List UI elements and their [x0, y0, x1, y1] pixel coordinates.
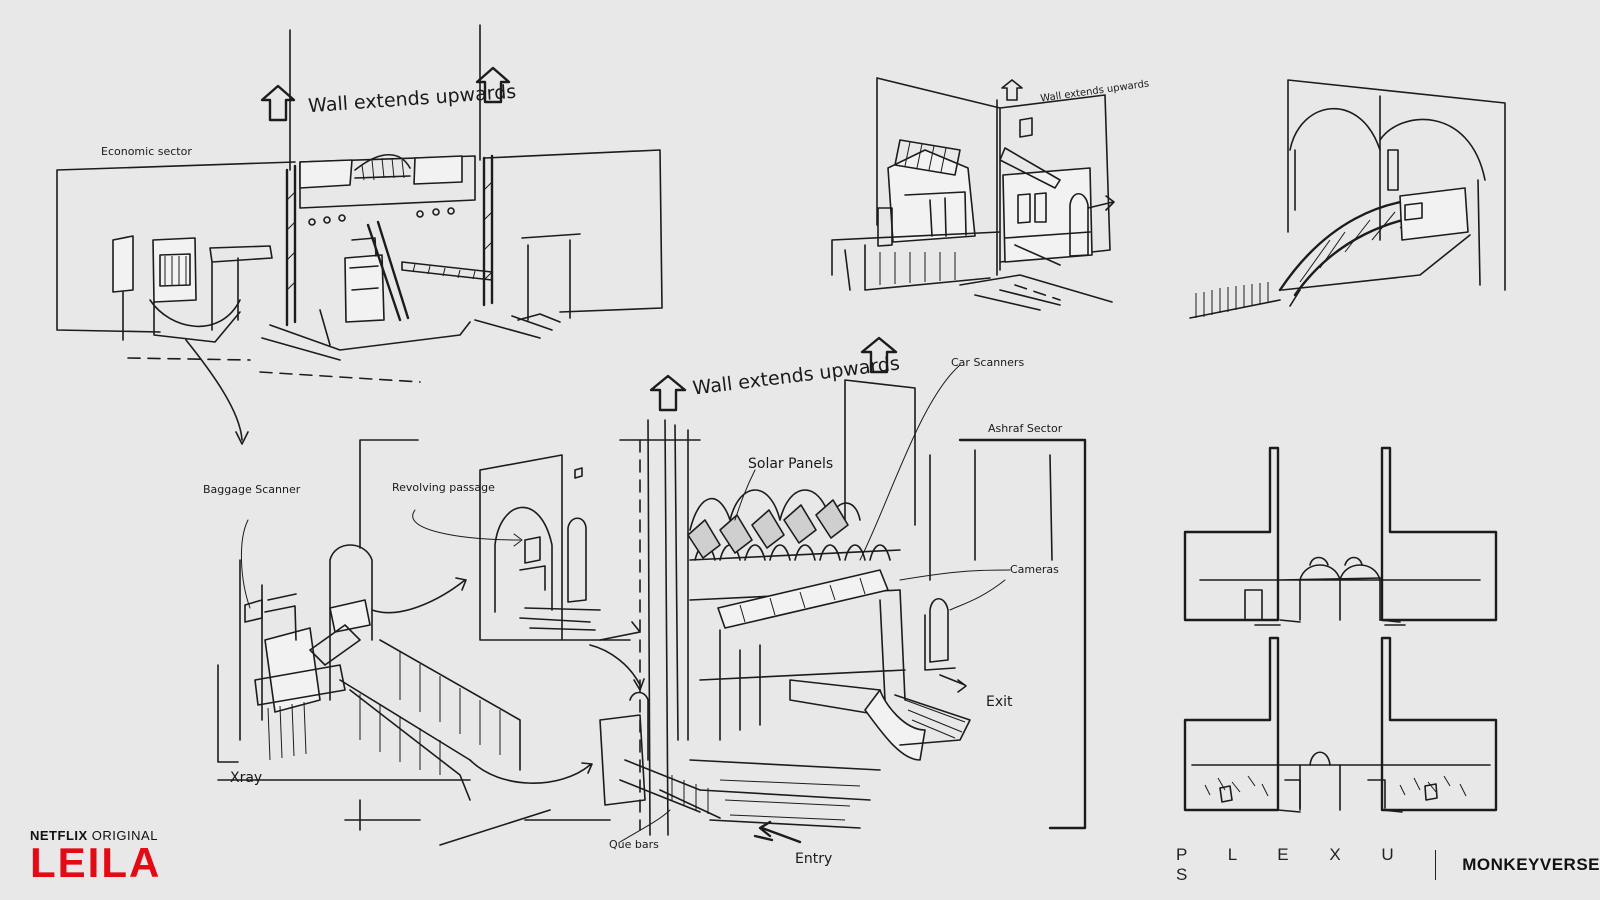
- sketch-elevation-bottom: [1183, 636, 1498, 813]
- original-word: ORIGINAL: [91, 828, 158, 843]
- que-bars-label: Que bars: [609, 838, 659, 851]
- studio-plexus: P L E X U S: [1176, 845, 1412, 884]
- entry-label: Entry: [795, 851, 833, 867]
- show-title-leila: LEILA: [30, 839, 162, 886]
- sketch-arch-bridge: [1189, 79, 1506, 319]
- exit-label: Exit: [986, 694, 1013, 710]
- sketch-main-gate: [359, 336, 1087, 844]
- show-brand: NETFLIX ORIGINAL LEILA: [30, 828, 162, 886]
- sketch-elevation-top: [1183, 446, 1498, 626]
- studio-monkeyverse: MONKEYVERSE: [1462, 855, 1600, 874]
- xray-label: Xray: [230, 770, 263, 786]
- netflix-original-tag: NETFLIX ORIGINAL: [30, 828, 161, 843]
- revolving-passage-label: Revolving passage: [392, 481, 495, 494]
- cameras-label: Cameras: [1010, 563, 1059, 576]
- sketch-corner-street: [831, 77, 1115, 311]
- credits-divider: [1434, 850, 1437, 880]
- sketch-economic-sector-checkpoint: [56, 24, 663, 445]
- ashraf-sector-label: Ashraf Sector: [988, 422, 1063, 435]
- economic-sector-label: Economic sector: [101, 145, 192, 158]
- netflix-wordmark: NETFLIX: [30, 828, 88, 843]
- baggage-scanner-label: Baggage Scanner: [203, 483, 301, 496]
- sketch-baggage-xray: [217, 454, 721, 846]
- studio-credits: P L E X U S MONKEYVERSE: [1176, 845, 1600, 884]
- solar-panels-label: Solar Panels: [748, 456, 834, 472]
- car-scanners-label: Car Scanners: [951, 356, 1025, 369]
